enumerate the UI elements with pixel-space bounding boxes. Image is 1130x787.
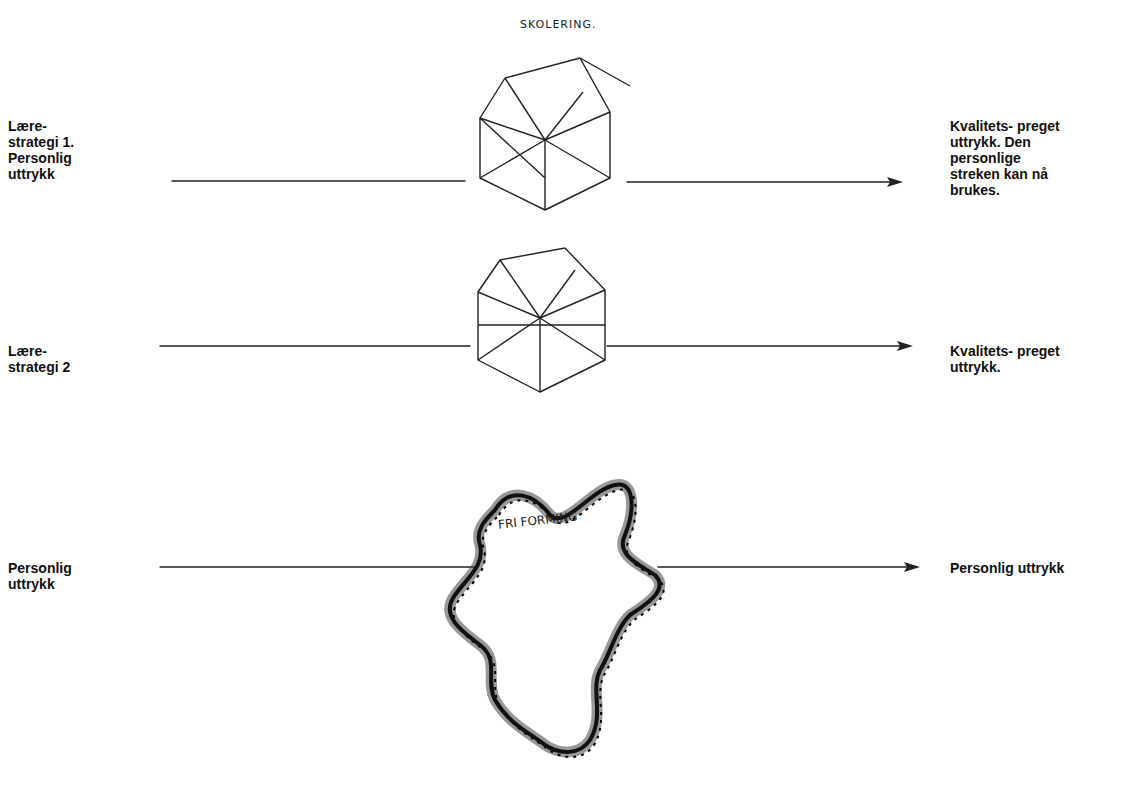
left-label: Lære- strategi 1. Personlig uttrykk bbox=[8, 118, 92, 182]
left-label: Lære- strategi 2 bbox=[8, 343, 92, 375]
right-label: Kvalitets- preget uttrykk. bbox=[950, 343, 1074, 375]
heading-note: SKOLERING. bbox=[520, 18, 640, 31]
right-label: Kvalitets- preget uttrykk. Den personlig… bbox=[950, 118, 1074, 198]
left-label: Personlig uttrykk bbox=[8, 560, 92, 592]
free-form-blob: FRI FORMING bbox=[440, 455, 670, 770]
right-label: Personlig uttrykk bbox=[950, 560, 1074, 576]
blob-outline bbox=[440, 455, 670, 770]
